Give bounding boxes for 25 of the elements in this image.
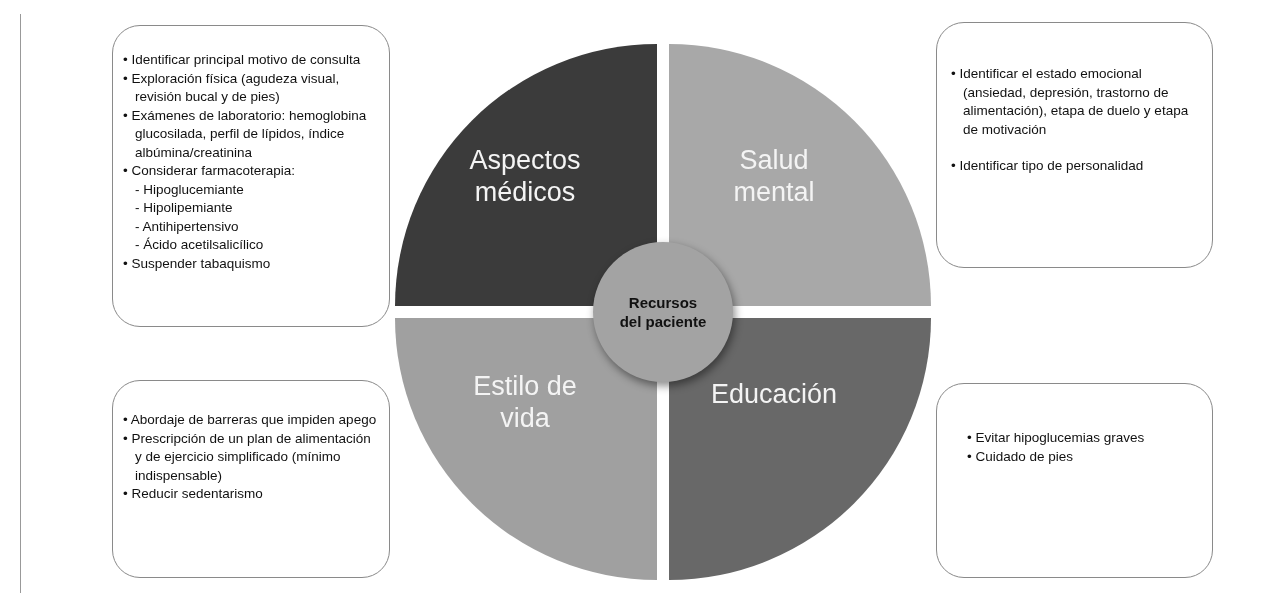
quadrant-label: Educación bbox=[709, 378, 839, 410]
bullet-item: • Evitar hipoglucemias graves bbox=[967, 429, 1146, 447]
text-card bbox=[936, 22, 1213, 268]
sub-item: - Hipolipemiante bbox=[134, 199, 234, 217]
text-card bbox=[112, 380, 390, 578]
quadrant-label: Salud mental bbox=[732, 144, 816, 208]
bullet-item: • Prescripción de un plan de alimentación y de ejercicio simplificado (mínimo indispensable) bbox=[123, 429, 372, 485]
text-card bbox=[112, 25, 390, 327]
bullet-item: • Considerar farmacoterapia: bbox=[123, 162, 297, 180]
bullet-item: • Identificar el estado emocional (ansiedad, depresión, trastorno de alimentación), etapa de duelo y etapa de motivación bbox=[951, 65, 1190, 139]
quadrant-label: Aspectos médicos bbox=[468, 144, 582, 208]
sub-item: - Hipoglucemiante bbox=[134, 180, 245, 199]
text-card bbox=[936, 383, 1213, 578]
bullet-item: • Identificar principal motivo de consulta bbox=[123, 51, 362, 69]
bullet-item: • Exploración física (agudeza visual, revisión bucal y de pies) bbox=[123, 69, 341, 106]
bullet-item: • Abordaje de barreras que impiden apego bbox=[123, 411, 378, 429]
bullet-item: • Suspender tabaquismo bbox=[123, 254, 272, 273]
quadrant-label: Estilo de vida bbox=[472, 370, 578, 434]
sub-item: - Ácido acetilsalicílico bbox=[134, 236, 265, 254]
center-label: Recursos del paciente bbox=[618, 293, 708, 331]
bullet-item: • Cuidado de pies bbox=[967, 447, 1075, 466]
bullet-item: • Identificar tipo de personalidad bbox=[951, 157, 1145, 175]
bullet-item: • Reducir sedentarismo bbox=[123, 485, 264, 503]
sub-item: - Antihipertensivo bbox=[134, 217, 240, 236]
bullet-item: • Exámenes de laboratorio: hemoglobina glucosilada, perfil de lípidos, índice albúmina/creatinina bbox=[123, 106, 368, 162]
